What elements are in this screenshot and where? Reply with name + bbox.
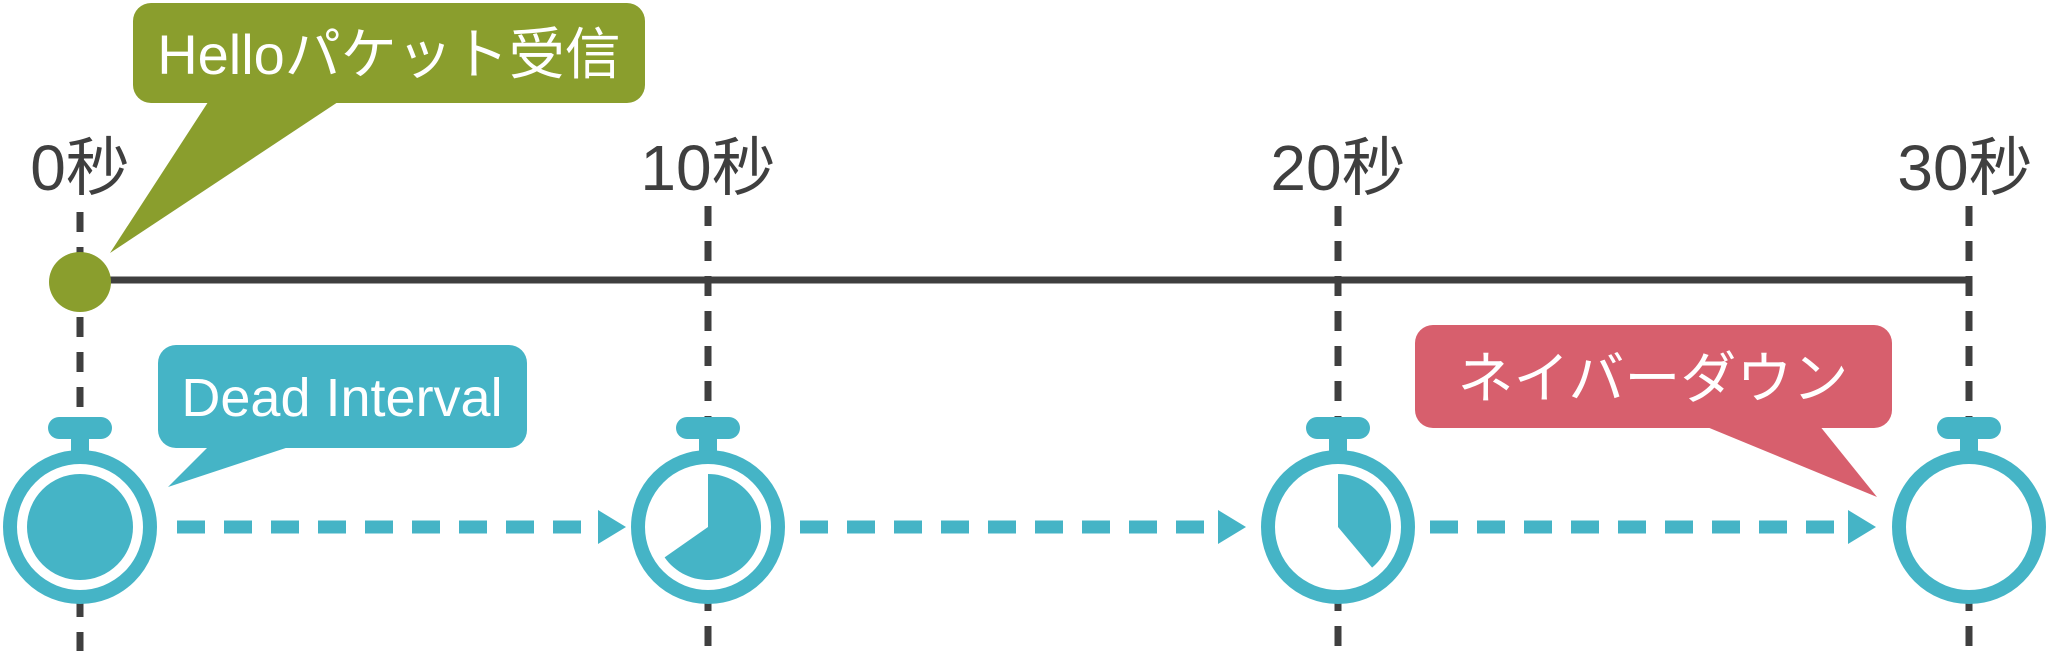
interval-arrow-2-head <box>1218 510 1246 544</box>
stopwatch-button <box>48 417 112 439</box>
callout-neighbor-down-tail <box>1690 420 1877 497</box>
callout-neighbor-down-label: ネイバーダウン <box>1458 347 1849 410</box>
callout-dead-interval-label: Dead Interval <box>181 368 502 428</box>
callout-hello-bubble <box>133 3 645 103</box>
stopwatch-face-full <box>27 474 133 580</box>
stopwatch-ring <box>1892 450 2046 604</box>
tick-label-20s: 20秒 <box>1270 132 1405 204</box>
callout-hello-tail <box>110 96 347 253</box>
interval-arrow-3-head <box>1848 510 1876 544</box>
stopwatch-button <box>1937 417 2001 439</box>
callout-dead-interval: Dead Interval <box>158 345 527 487</box>
interval-arrows <box>177 510 1876 544</box>
stopwatch-30s-icon <box>1892 417 2046 604</box>
stopwatch-10s-icon <box>631 417 785 604</box>
stopwatch-button <box>1306 417 1370 439</box>
hello-event-dot <box>49 252 111 312</box>
callout-neighbor-down-bubble <box>1415 325 1892 428</box>
callout-dead-interval-bubble <box>158 345 527 448</box>
interval-arrow-1-head <box>598 510 626 544</box>
callout-neighbor-down: ネイバーダウン <box>1415 325 1892 497</box>
stopwatch-button <box>676 417 740 439</box>
callout-dead-interval-tail <box>168 440 310 487</box>
stopwatch-face-sector <box>1338 474 1392 568</box>
stopwatch-0s-icon <box>3 417 157 604</box>
tick-label-10s: 10秒 <box>640 132 775 204</box>
callout-hello-label: Helloパケット受信 <box>157 23 621 86</box>
stopwatch-face-sector <box>664 474 762 580</box>
tick-label-30s: 30秒 <box>1897 132 2032 204</box>
stopwatch-20s-icon <box>1261 417 1415 604</box>
tick-label-0s: 0秒 <box>30 132 130 204</box>
tick-labels: 0秒 10秒 20秒 30秒 <box>30 132 2032 204</box>
callout-hello-packet: Helloパケット受信 <box>110 3 645 253</box>
